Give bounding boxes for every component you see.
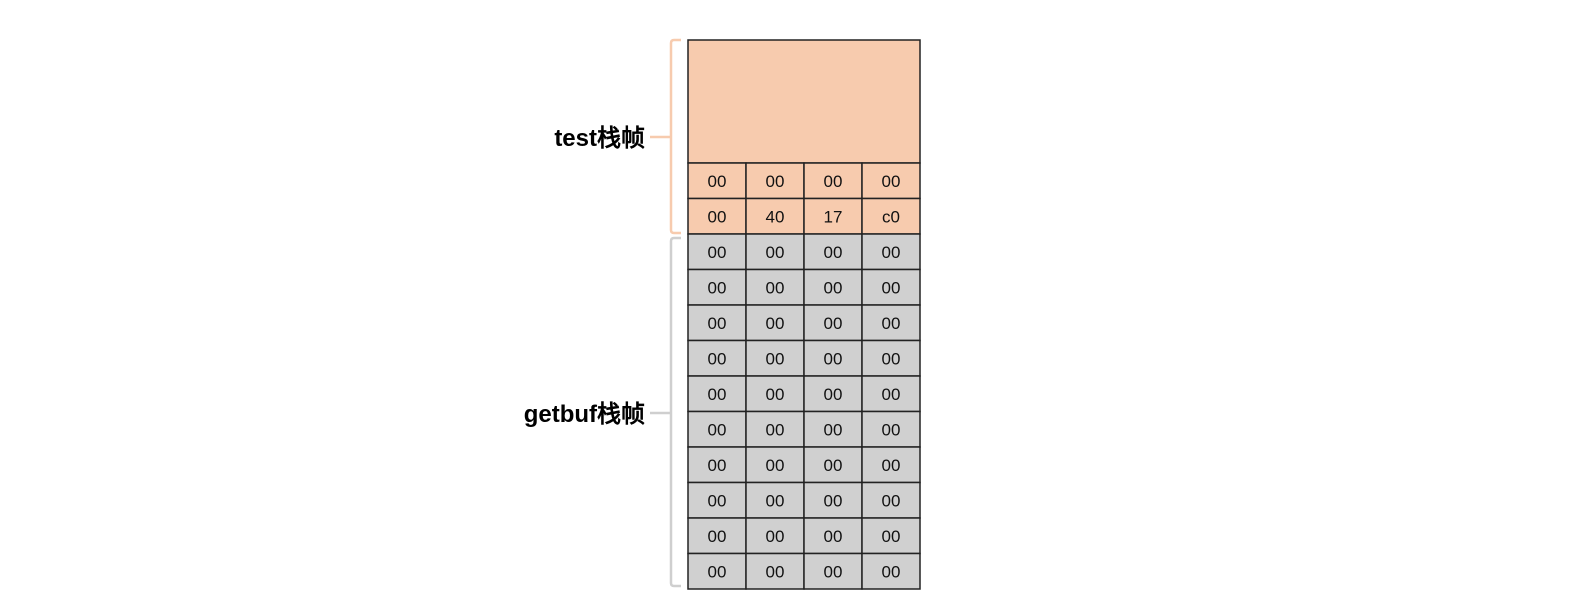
test-frame-bracket (650, 38, 681, 235)
getbuf-frame-label: getbuf栈帧 (524, 401, 645, 428)
test-cell-value: 00 (824, 172, 843, 191)
getbuf-cell (745, 552, 805, 590)
getbuf-cell-value: 00 (824, 527, 843, 546)
test-cell-value: 00 (708, 207, 727, 226)
getbuf-cell-value: 00 (882, 243, 901, 262)
getbuf-cell-value: 00 (708, 420, 727, 439)
getbuf-cell-value: 00 (882, 456, 901, 475)
getbuf-cell-value: 00 (766, 456, 785, 475)
getbuf-cell-value: 00 (708, 243, 727, 262)
getbuf-cell-value: 00 (882, 562, 901, 581)
getbuf-cell-value: 00 (882, 278, 901, 297)
getbuf-cell (687, 410, 747, 448)
getbuf-cell-value: 00 (882, 385, 901, 404)
getbuf-cell-value: 00 (766, 278, 785, 297)
getbuf-cell-value: 00 (766, 562, 785, 581)
getbuf-cell (803, 375, 863, 413)
test-cell (687, 162, 747, 200)
getbuf-cell-value: 00 (824, 349, 843, 368)
getbuf-cell-value: 00 (882, 527, 901, 546)
getbuf-cell-value: 00 (766, 243, 785, 262)
test-cell (861, 162, 921, 200)
getbuf-cell (687, 481, 747, 519)
getbuf-cell-value: 00 (766, 420, 785, 439)
getbuf-cell-value: 00 (708, 278, 727, 297)
getbuf-cell (745, 268, 805, 306)
test-frame-label: test栈帧 (554, 125, 645, 152)
getbuf-cell (861, 304, 921, 342)
getbuf-cell (745, 339, 805, 377)
getbuf-cell-value: 00 (824, 278, 843, 297)
getbuf-cell-value: 00 (766, 491, 785, 510)
getbuf-cell-value: 00 (824, 456, 843, 475)
getbuf-cell (803, 552, 863, 590)
test-cell-value: 00 (766, 172, 785, 191)
test-cell-value: 00 (882, 172, 901, 191)
getbuf-cell (803, 304, 863, 342)
test-cell-value: c0 (882, 207, 900, 226)
getbuf-cell (687, 304, 747, 342)
getbuf-cell-value: 00 (766, 314, 785, 333)
getbuf-cell-value: 00 (882, 314, 901, 333)
test-cell (745, 197, 805, 235)
getbuf-cell-value: 00 (708, 456, 727, 475)
test-cell-value: 17 (824, 207, 843, 226)
test-frame-upper-block (687, 39, 921, 164)
getbuf-cell-value: 00 (824, 562, 843, 581)
getbuf-cell-value: 00 (824, 491, 843, 510)
getbuf-cell-value: 00 (766, 349, 785, 368)
getbuf-cell (745, 233, 805, 271)
getbuf-cell (861, 268, 921, 306)
getbuf-cell-value: 00 (708, 527, 727, 546)
getbuf-cell (803, 410, 863, 448)
getbuf-cell (861, 446, 921, 484)
getbuf-cell (861, 233, 921, 271)
getbuf-cell (861, 339, 921, 377)
stack-cells: 00 00 00 00 00 40 17 c0 00 00 00 00 00 00 00 00 00 00 00 00… (687, 162, 921, 590)
getbuf-cell (861, 552, 921, 590)
getbuf-cell-value: 00 (824, 243, 843, 262)
test-cell-value: 00 (708, 172, 727, 191)
getbuf-cell (745, 517, 805, 555)
getbuf-frame-bracket (650, 236, 681, 588)
getbuf-cell-value: 00 (824, 314, 843, 333)
getbuf-cell-value: 00 (824, 385, 843, 404)
getbuf-cell-value: 00 (708, 491, 727, 510)
getbuf-cell (803, 339, 863, 377)
getbuf-cell-value: 00 (708, 562, 727, 581)
test-cell (861, 197, 921, 235)
getbuf-cell-value: 00 (766, 385, 785, 404)
getbuf-cell-value: 00 (882, 420, 901, 439)
getbuf-cell-value: 00 (882, 491, 901, 510)
test-cell-value: 40 (766, 207, 785, 226)
getbuf-cell-value: 00 (882, 349, 901, 368)
getbuf-cell (687, 552, 747, 590)
getbuf-cell-value: 00 (708, 349, 727, 368)
getbuf-cell-value: 00 (708, 314, 727, 333)
getbuf-cell-value: 00 (766, 527, 785, 546)
getbuf-cell (687, 339, 747, 377)
getbuf-cell-value: 00 (708, 385, 727, 404)
getbuf-cell-value: 00 (824, 420, 843, 439)
